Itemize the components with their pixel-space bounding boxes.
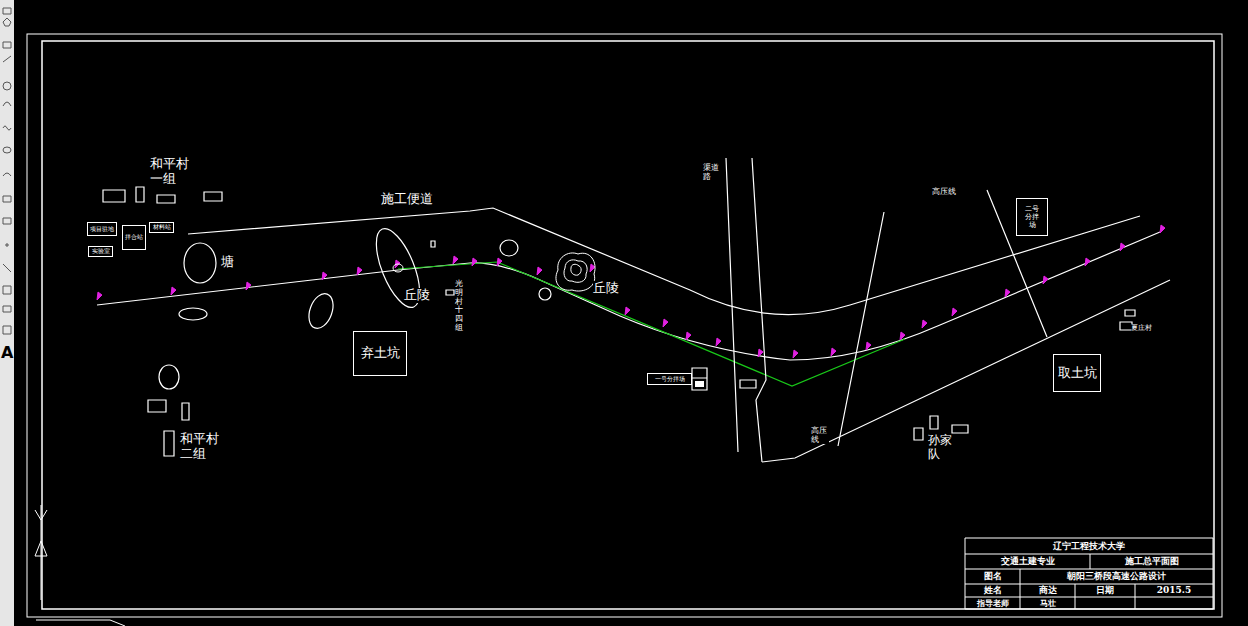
north-arrow [35, 505, 47, 600]
map-label: 塘 [221, 255, 234, 270]
box-label: 二号分拌场 [1025, 205, 1040, 229]
site-box: 实验室 [88, 246, 113, 257]
box-label: 弃土坑 [361, 346, 400, 361]
map-label: 施工便道 [381, 192, 433, 207]
inner-frame [42, 41, 1214, 609]
axis-mark [36, 620, 125, 626]
pit-outline [305, 290, 338, 331]
title-block-cell: 交通土建专业 [966, 555, 1089, 568]
map-label: 高压 线 [811, 426, 829, 444]
outer-frame [27, 34, 1222, 617]
box-label: 材料站 [153, 224, 171, 231]
title-block-cell: 马壮 [1021, 598, 1074, 608]
station-fill [695, 381, 704, 387]
site-box: 一号分拌场 [647, 373, 692, 385]
title-block-cell: 施工总平面图 [1091, 555, 1212, 568]
toolbar-icons [3, 8, 11, 334]
canal-road [726, 158, 766, 462]
pond-outlines [159, 240, 551, 389]
tangent-line [398, 262, 905, 386]
title-block-cell: 辽宁工程技术大学 [966, 539, 1212, 553]
map-label: 和平村 一组 [150, 157, 193, 187]
box-label: 实验室 [92, 248, 110, 255]
title-block-cell: 2015.5 [1136, 585, 1212, 596]
hill-contours [556, 253, 595, 291]
toolbar-strip [0, 0, 14, 626]
title-block-cell: 姓名 [966, 585, 1019, 596]
map-label: 丘陵 [593, 281, 619, 296]
box-label: 拌合站 [125, 234, 143, 241]
highway-alignment [97, 232, 1160, 360]
map-label: 和平村 二组 [180, 432, 223, 462]
title-block-cell: 日期 [1076, 585, 1134, 596]
title-block-cell: 朝阳三桥段高速公路设计 [1021, 570, 1212, 583]
hill-top [393, 264, 403, 272]
title-block-cell: 商达 [1021, 585, 1074, 596]
site-box: 项目驻地 [87, 222, 117, 236]
power-line [762, 190, 1170, 462]
map-label: 丘陵 [404, 288, 430, 303]
site-box: 弃土坑 [353, 331, 407, 376]
box-label: 取土坑 [1058, 366, 1097, 381]
north-arrow-head [35, 541, 47, 556]
site-box: 材料站 [149, 222, 174, 233]
title-block-cell: 指导老师 [966, 598, 1019, 608]
title-block-cell: 图名 [966, 570, 1019, 583]
box-label: 一号分拌场 [655, 376, 685, 383]
map-label: 高压线 [932, 187, 956, 196]
station-markers [97, 225, 1165, 358]
map-label: 夏庄村 [1131, 324, 1152, 332]
map-label: 渠道 路 [703, 163, 721, 181]
map-label: 孙家 队 [928, 434, 954, 462]
building-blocks [103, 187, 1135, 456]
site-box: 拌合站 [122, 225, 146, 250]
site-box: 取土坑 [1053, 354, 1101, 392]
map-label: 光明村十四组 [455, 280, 463, 333]
toolbar-text: A [1, 344, 13, 362]
box-label: 项目驻地 [90, 226, 114, 233]
title-block-grid [965, 538, 1213, 609]
construction-road [188, 208, 1140, 315]
site-box: 二号分拌场 [1016, 198, 1048, 236]
